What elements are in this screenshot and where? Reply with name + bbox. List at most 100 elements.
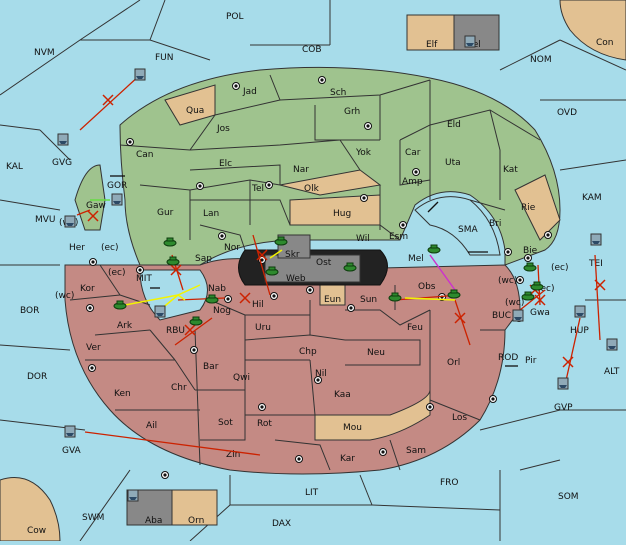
- label-bie-wc: (wc): [498, 276, 517, 286]
- label-ver: Ver: [86, 343, 101, 353]
- label-gwa-ec: (ec): [537, 284, 555, 294]
- region-hel[interactable]: [453, 14, 500, 51]
- supply-center-dot: [226, 297, 230, 301]
- support-mel-magenta: [429, 254, 456, 291]
- fleet-unit[interactable]: [606, 338, 618, 351]
- label-grh: Grh: [344, 107, 360, 117]
- supply-center-dot: [316, 378, 320, 382]
- label-qwi: Qwi: [233, 373, 250, 383]
- region-orn[interactable]: [171, 489, 218, 526]
- label-pir: Pir: [525, 356, 537, 366]
- label-uta: Uta: [445, 158, 461, 168]
- fleet-zin-move-arrow: [84, 431, 261, 456]
- fleet-unit[interactable]: [64, 215, 76, 228]
- failed-order-marker: [102, 94, 114, 106]
- region-rie[interactable]: [514, 174, 561, 241]
- supply-center-dot: [192, 348, 196, 352]
- label-kaa: Kaa: [334, 390, 351, 400]
- army-unit[interactable]: [447, 289, 461, 299]
- supply-centers: [86, 76, 552, 479]
- label-mvu: MVU: [35, 215, 56, 225]
- fleet-unit[interactable]: [512, 309, 524, 322]
- label-mou: Mou: [343, 423, 362, 433]
- label-ost: Ost: [316, 258, 332, 268]
- support-mit-yellow: [124, 284, 201, 311]
- label-amp: Amp: [402, 177, 423, 187]
- supply-center-dot: [428, 405, 432, 409]
- label-bri: Bri: [489, 219, 501, 229]
- army-unit[interactable]: [523, 262, 537, 272]
- supply-center-dot: [308, 288, 312, 292]
- army-unit[interactable]: [166, 256, 180, 266]
- label-jad: Jad: [242, 87, 257, 97]
- army-unit[interactable]: [530, 281, 544, 291]
- support-lines: [90, 199, 456, 311]
- army-unit[interactable]: [521, 291, 535, 301]
- label-skr: Skr: [285, 250, 300, 260]
- supply-center-dot: [297, 457, 301, 461]
- fleet-unit[interactable]: [557, 377, 569, 390]
- label-bie-ec: (ec): [551, 263, 569, 273]
- fleet-unit[interactable]: [111, 193, 123, 206]
- label-sch: Sch: [330, 88, 346, 98]
- order-arrows: [76, 74, 606, 456]
- region-gaw[interactable]: [74, 164, 106, 231]
- army-unit[interactable]: [189, 316, 203, 326]
- failed-order-marker: [87, 210, 99, 222]
- region-labels: POL NVM FUN COB NOM Con OVD KAL KAM MVU …: [6, 12, 620, 536]
- label-gva: GVA: [62, 446, 82, 456]
- label-dor: DOR: [27, 372, 47, 382]
- supply-center-dot: [518, 278, 522, 282]
- army-unit[interactable]: [343, 262, 357, 272]
- fleet-unit[interactable]: [127, 489, 139, 502]
- army-unit[interactable]: [163, 237, 177, 247]
- failed-order-marker: [184, 324, 196, 336]
- army-unit[interactable]: [265, 266, 279, 276]
- region-con[interactable]: [559, 0, 626, 61]
- label-gvp: GVP: [554, 403, 573, 413]
- label-wil: Wil: [356, 234, 370, 244]
- label-hil: Hil: [252, 300, 264, 310]
- fleet-unit[interactable]: [590, 233, 602, 246]
- label-kor-wc: (wc): [55, 291, 74, 301]
- label-elf: Elf: [426, 40, 438, 50]
- fleet-unit[interactable]: [64, 425, 76, 438]
- label-cow: Cow: [27, 526, 46, 536]
- army-unit[interactable]: [274, 236, 288, 246]
- label-orn: Orn: [188, 516, 204, 526]
- fleet-unit[interactable]: [154, 305, 166, 318]
- label-esm: Esm: [389, 232, 408, 242]
- label-alt: ALT: [604, 367, 620, 377]
- fleet-unit[interactable]: [134, 68, 146, 81]
- support-skr-yellow: [269, 249, 283, 259]
- fleet-unit[interactable]: [464, 35, 476, 48]
- label-buc: BUC: [492, 311, 511, 321]
- label-kar: Kar: [340, 454, 355, 464]
- army-unit[interactable]: [388, 292, 402, 302]
- fleet-unit[interactable]: [57, 133, 69, 146]
- failed-order-marker: [594, 279, 606, 291]
- label-som: SOM: [558, 492, 579, 502]
- region-mou[interactable]: [314, 389, 431, 441]
- army-unit[interactable]: [205, 294, 219, 304]
- label-lan: Lan: [203, 209, 219, 219]
- supply-center-dot: [260, 405, 264, 409]
- supply-center-dot: [88, 306, 92, 310]
- region-cow[interactable]: [0, 477, 61, 542]
- label-bar: Bar: [203, 362, 219, 372]
- label-elc: Elc: [219, 159, 232, 169]
- army-nog-move-arrow: [174, 317, 213, 346]
- army-unit[interactable]: [113, 300, 127, 310]
- label-gur: Gur: [157, 208, 174, 218]
- supply-center-dot: [90, 366, 94, 370]
- label-kal: KAL: [6, 162, 23, 172]
- label-kam: KAM: [582, 193, 602, 203]
- label-los: Los: [452, 413, 467, 423]
- label-qua: Qua: [186, 106, 204, 116]
- region-ost-web[interactable]: [264, 254, 361, 283]
- fleet-unit[interactable]: [574, 305, 586, 318]
- fleet-hup-move-arrow: [564, 317, 581, 386]
- label-mel: Mel: [408, 254, 424, 264]
- army-unit[interactable]: [427, 244, 441, 254]
